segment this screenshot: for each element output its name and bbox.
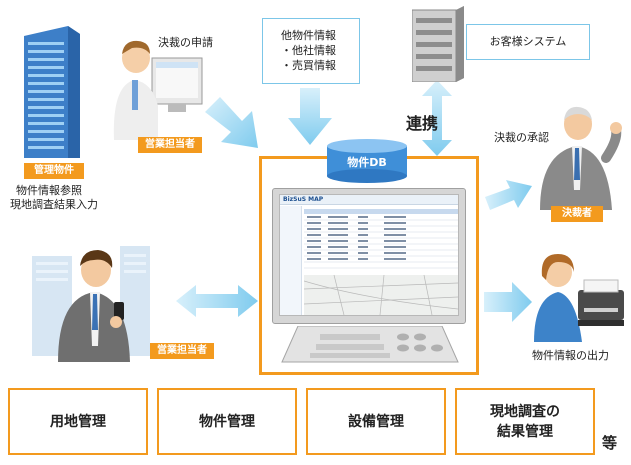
app-table-and-map [304, 209, 458, 315]
bottom-box-genchi: 現地調査の 結果管理 [455, 388, 595, 455]
approver-badge: 決裁者 [551, 206, 603, 222]
sales-badge-bottom: 営業担当者 [150, 343, 214, 359]
app-screen: BizSuS MAP [279, 194, 459, 316]
kanri-line-1: 物件情報参照 [16, 184, 82, 197]
sales-person-pc-icon [113, 40, 203, 140]
kessai-shinsei-label: 決裁の申請 [158, 36, 213, 49]
other-info-item-1: ・他社情報 [281, 44, 336, 57]
arrow-renkei [422, 80, 452, 156]
arrow-sales-mobile [176, 285, 258, 317]
bottom-box-setsubi: 設備管理 [306, 388, 446, 455]
renkei-label: 連携 [406, 114, 439, 133]
arrow-to-printer [484, 282, 532, 322]
kanri-line-2: 現地調査結果入力 [10, 198, 98, 211]
approver-person-icon [540, 106, 622, 210]
output-label: 物件情報の出力 [532, 349, 609, 362]
bottom-box-bukken: 物件管理 [157, 388, 297, 455]
customer-system-box: お客様システム [466, 24, 590, 60]
other-info-item-2: ・売買情報 [281, 59, 336, 72]
building-icon [24, 26, 80, 158]
etc-label: 等 [602, 434, 618, 452]
app-title: BizSuS MAP [280, 195, 458, 205]
other-info-title: 他物件情報 [281, 29, 336, 42]
printer-operator-icon [534, 254, 624, 342]
sales-person-mobile-icon [32, 246, 150, 362]
arrow-otherinfo-down [288, 88, 332, 145]
server-icon [412, 6, 464, 82]
bottom-box-yochi: 用地管理 [8, 388, 148, 455]
sales-badge-top: 営業担当者 [138, 137, 202, 153]
database-icon [327, 139, 407, 183]
other-info-box: 他物件情報 ・他社情報 ・売買情報 [262, 18, 360, 84]
keyboard-icon [281, 326, 459, 363]
arrow-sales-to-system [205, 97, 258, 148]
approval-label: 決裁の承認 [494, 131, 549, 144]
db-label: 物件DB [347, 156, 387, 169]
arrow-to-approver [485, 180, 532, 210]
kanri-bukken-badge: 管理物件 [24, 163, 84, 179]
app-sidebar [280, 206, 302, 315]
